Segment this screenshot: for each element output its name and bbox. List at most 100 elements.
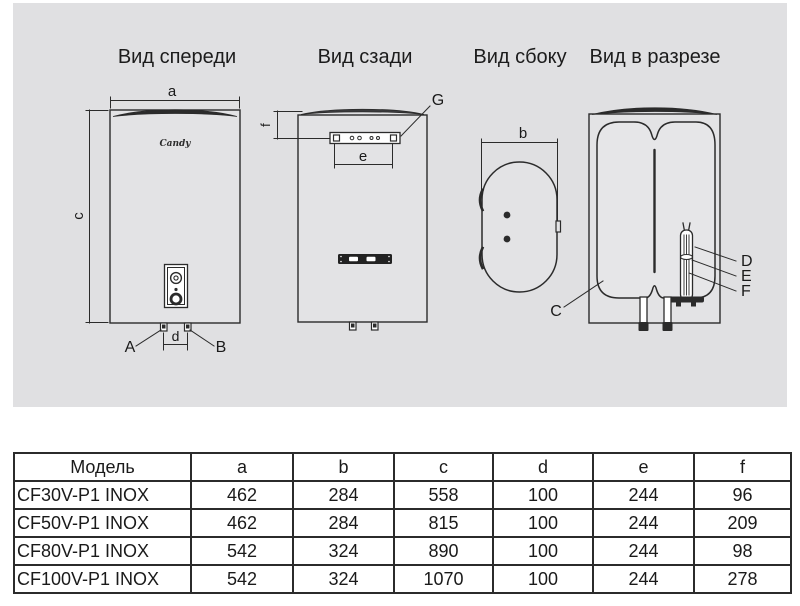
back-pipe-left [348,321,357,331]
side-hook-upper [478,188,485,212]
table-row: CF50V-P1 INOX 462 284 815 100 244 209 [13,508,792,538]
table-cell: 209 [693,508,792,538]
heating-element [669,222,704,307]
table-cell: 542 [190,536,294,566]
mounting-bracket [329,131,401,145]
back-view-drawing: f e G [258,92,444,331]
leader-f [688,272,737,292]
table-cell: 815 [393,508,494,538]
view-title-section: Вид в разрезе [589,46,721,68]
upper-knob [169,271,183,285]
side-dot-lower [503,235,511,243]
col-header-e: e [592,452,695,482]
table-row: CF80V-P1 INOX 542 324 890 100 244 98 [13,536,792,566]
back-handle [338,254,392,264]
view-title-front: Вид спереди [117,46,237,68]
table-cell: 284 [292,508,395,538]
side-dot-upper [503,211,511,219]
dim-label-c: c [70,212,87,220]
model-name: CF100V-P1 INOX [13,564,192,594]
technical-diagram: a c Candy [70,83,753,356]
section-tank [596,121,716,299]
front-pipe-left [159,322,168,332]
table-cell: 324 [292,564,395,594]
side-hook-lower [478,246,485,270]
back-pipe-right [370,321,379,331]
table-cell: 244 [592,508,695,538]
col-header-f: f [693,452,792,482]
section-pipe-left [638,296,649,331]
label-c: C [550,303,562,320]
col-header-c: c [393,452,494,482]
model-name: CF50V-P1 INOX [13,508,192,538]
table-row: CF100V-P1 INOX 542 324 1070 100 244 278 [13,564,792,594]
leader-d [694,246,737,262]
table-cell: 278 [693,564,792,594]
side-view-drawing: b [478,125,562,293]
view-title-side: Вид сбоку [473,46,567,68]
leader-c [563,280,604,308]
dimensions-table: Модель a b c d e f CF30V-P1 INOX 462 284… [13,452,792,594]
table-cell: 100 [492,508,594,538]
dim-label-d: d [172,328,180,344]
element-flange [669,296,704,303]
table-cell: 100 [492,480,594,510]
leader-g [400,105,431,137]
label-f: F [741,283,751,300]
table-cell: 462 [190,480,294,510]
dimension-c: c [70,109,109,324]
table-cell: 98 [693,536,792,566]
table-cell: 244 [592,564,695,594]
dimension-d: d [163,328,188,351]
table-cell: 244 [592,480,695,510]
table-cell: 558 [393,480,494,510]
side-body [481,161,558,293]
col-header-model: Модель [13,452,192,482]
section-view-drawing: C D E F [550,107,753,331]
indicator-dot [174,287,178,292]
table-row: CF30V-P1 INOX 462 284 558 100 244 96 [13,480,792,510]
dimension-f: f [258,110,331,140]
back-body [297,114,428,323]
model-name: CF80V-P1 INOX [13,536,192,566]
dim-label-e: e [359,148,367,165]
col-header-b: b [292,452,395,482]
col-header-d: d [492,452,594,482]
label-b: B [216,339,227,356]
dim-label-b: b [519,125,527,142]
back-top-cap [300,108,425,115]
front-pipe-right [183,322,192,332]
dimension-e: e [334,143,393,169]
table-cell: 284 [292,480,395,510]
section-pipe-right [662,296,673,331]
dim-label-a: a [168,83,177,100]
label-a: A [125,339,136,356]
label-d: D [741,253,753,270]
control-panel [163,263,189,309]
table-cell: 462 [190,508,294,538]
table-cell: 100 [492,564,594,594]
section-top-cap [591,107,718,115]
front-top-cap [112,109,238,117]
table-cell: 244 [592,536,695,566]
front-view-drawing: a c Candy [70,83,241,356]
dimension-a: a [110,83,240,109]
table-cell: 1070 [393,564,494,594]
label-g: G [432,92,444,109]
side-tab [555,220,562,233]
table-cell: 96 [693,480,792,510]
model-name: CF30V-P1 INOX [13,480,192,510]
table-cell: 100 [492,536,594,566]
leader-b [189,329,215,347]
dim-label-f: f [258,123,273,127]
table-cell: 890 [393,536,494,566]
table-header-row: Модель a b c d e f [13,452,792,482]
leader-e [691,259,737,277]
label-e: E [741,268,752,285]
table-cell: 324 [292,536,395,566]
col-header-a: a [190,452,294,482]
view-title-back: Вид сзади [317,46,413,68]
candy-logo: Candy [159,139,191,149]
lower-knob [169,292,183,306]
table-cell: 542 [190,564,294,594]
